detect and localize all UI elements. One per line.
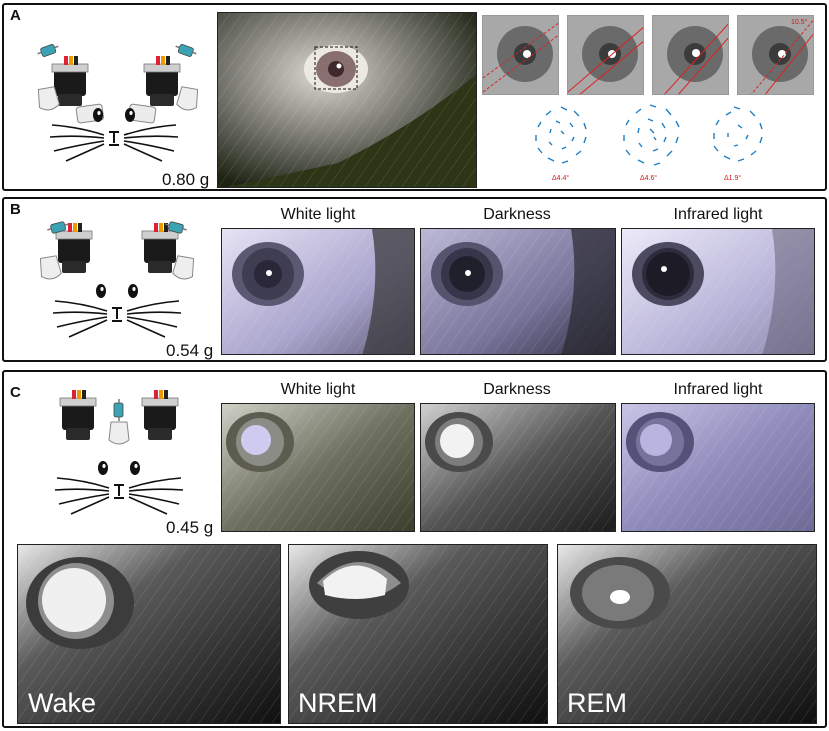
eye-crop-frame [737,15,814,95]
mouse-face-icon [54,389,184,515]
eye-crop-frame [652,15,729,95]
panel-label: B [10,201,21,218]
state-label: Wake [28,688,97,718]
panel-c: C 0.45 g White light Darkness Infrared l… [2,370,827,728]
column-title: Darkness [483,381,551,398]
state-label: REM [567,688,627,718]
weight-label: 0.54 g [166,341,214,360]
mouse-face-icon [35,41,201,162]
camera-assembly-icon [35,41,104,124]
panel-label: C [10,384,21,401]
column-title: Darkness [483,206,551,223]
column-title: White light [280,381,356,398]
delta-label: Δ1.9° [724,175,742,182]
panel-a: A 0.80 g [2,3,827,191]
mouse-face-icon [37,219,197,338]
camera-assembly-icon [37,219,93,282]
vector-field-plot [535,106,587,164]
eye-photo [221,403,415,532]
eye-photo [288,544,548,724]
state-label: NREM [298,688,378,718]
eye-photo [420,403,616,532]
angle-label: 10.5° [791,19,808,26]
camera-assembly-icon [128,41,201,124]
weight-label: 0.45 g [166,518,214,537]
eye-photo [621,228,815,355]
panel-b: B 0.54 g White light Darkness Infrared l… [2,197,827,362]
vector-field-plot [713,106,763,162]
camera-assembly-icon [141,389,179,441]
eye-crop-frame [567,15,644,95]
camera-assembly-icon [141,219,197,282]
eye-photo [17,544,281,724]
eye-photo [621,403,815,532]
eye-photo [420,228,616,355]
eye-photo [217,12,477,188]
eye-photo [557,544,817,724]
eye-photo [221,228,415,355]
eye-crop-frame [482,15,559,95]
column-title: White light [280,206,356,223]
camera-assembly-icon [59,389,97,441]
column-title: Infrared light [673,381,763,398]
vector-field-plot [623,104,680,166]
column-title: Infrared light [673,206,763,223]
weight-label: 0.80 g [162,170,210,189]
delta-label: Δ4.6° [640,175,658,182]
delta-label: Δ4.4° [552,175,570,182]
panel-label: A [10,7,21,24]
